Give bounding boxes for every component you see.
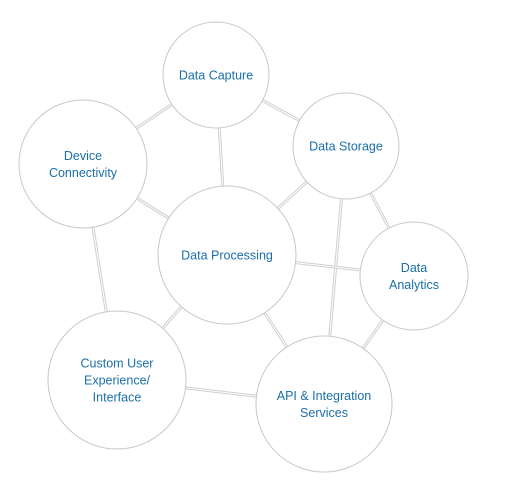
node-label-custom-ux-line-2: Experience/ (84, 374, 151, 388)
node-label-data-processing-line-1: Data Processing (181, 249, 273, 263)
node-data-capture: Data Capture (162, 21, 270, 129)
node-label-api-integration-line-2: Services (300, 406, 348, 420)
node-circle-data-analytics (359, 221, 469, 331)
node-label-data-analytics-line-1: Data (401, 261, 427, 275)
node-data-storage: Data Storage (292, 92, 400, 200)
node-data-processing: Data Processing (157, 185, 297, 325)
node-label-device-connectivity-line-2: Connectivity (49, 166, 118, 180)
node-label-data-analytics-line-2: Analytics (389, 278, 439, 292)
node-label-data-capture-line-1: Data Capture (179, 69, 253, 83)
node-circle-device-connectivity (18, 99, 148, 229)
node-label-custom-ux-line-3: Interface (93, 391, 142, 405)
node-circle-custom-ux (47, 310, 187, 450)
node-circle-data-capture (162, 21, 270, 129)
node-circle-data-processing (157, 185, 297, 325)
node-label-custom-ux-line-1: Custom User (81, 357, 154, 371)
node-label-api-integration-line-1: API & Integration (277, 389, 372, 403)
node-circle-api-integration (255, 335, 393, 473)
node-label-device-connectivity-line-1: Device (64, 149, 102, 163)
node-circle-data-storage (292, 92, 400, 200)
node-label-data-storage-line-1: Data Storage (309, 140, 383, 154)
